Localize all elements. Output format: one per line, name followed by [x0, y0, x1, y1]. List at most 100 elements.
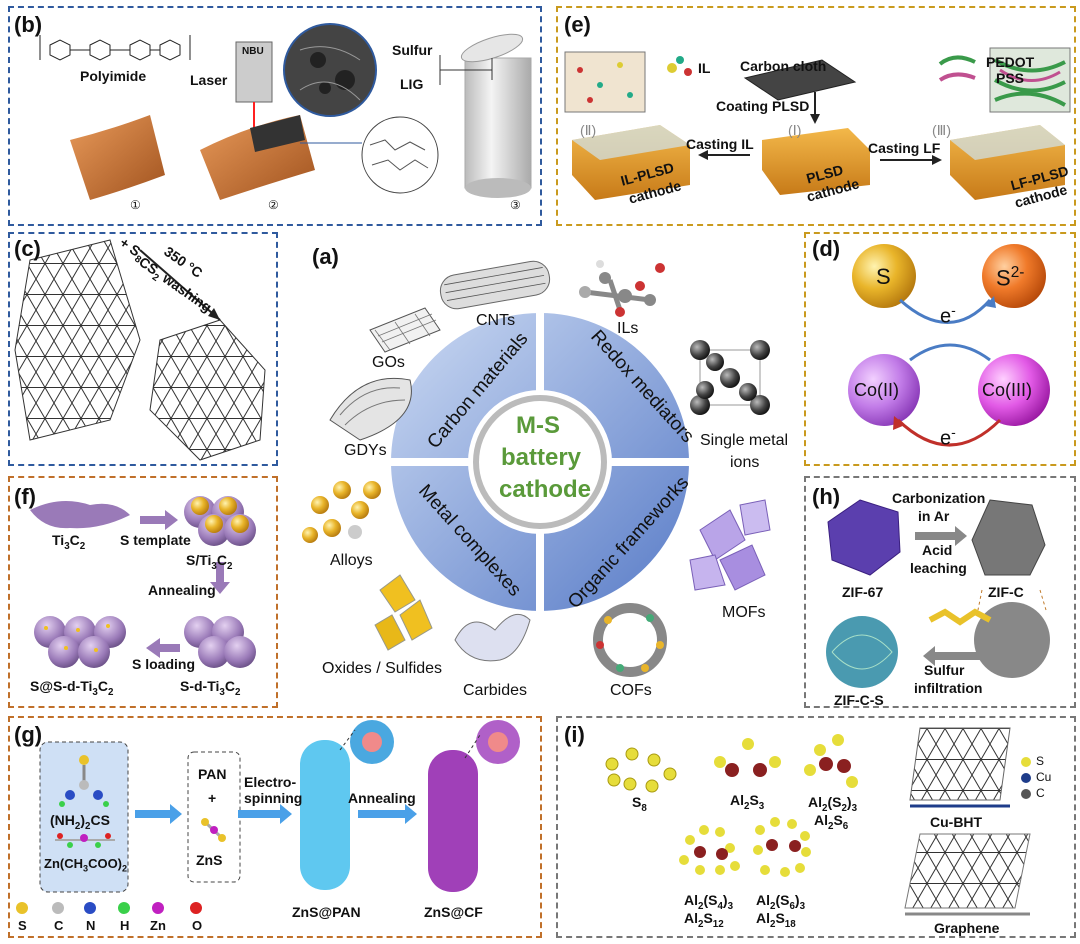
acid-label: Acid — [922, 542, 953, 558]
electro-label: Electro- — [244, 774, 297, 790]
sulfur-label: Sulfur — [392, 42, 433, 58]
cof-lattice-left — [14, 239, 141, 441]
single-metal-ions-lattice — [690, 340, 770, 415]
nbu-label: NBU — [242, 46, 264, 57]
label-mofs: MOFs — [722, 604, 766, 621]
il-molecule — [579, 260, 665, 317]
electron-top: e- — [940, 302, 956, 328]
al2s6-3-label: Al2(S6)3 — [756, 892, 806, 912]
s-sphere — [852, 244, 916, 308]
zns-pan-label: ZnS@PAN — [292, 904, 361, 920]
leaching-label: leaching — [910, 560, 967, 576]
al2s18-label: Al2S18 — [756, 910, 796, 930]
legend-i-s: S — [1036, 754, 1045, 768]
legend-i-cu: Cu — [1036, 770, 1052, 784]
laser-device — [200, 41, 315, 200]
red-arrow — [896, 418, 1002, 447]
cylinder-electrode — [439, 33, 532, 198]
zns-cf-label: ZnS@CF — [424, 904, 483, 920]
zif-c-s-particle — [826, 616, 898, 688]
node-s: S — [876, 264, 891, 289]
panel-c — [8, 232, 278, 466]
cu-bht-structure — [909, 727, 1011, 808]
legend-i-c: C — [1036, 786, 1045, 800]
label-cnts: CNTs — [476, 312, 516, 329]
cu-bht-label: Cu-BHT — [930, 814, 983, 830]
cofs-image — [593, 603, 667, 677]
center-line-2: battery — [501, 444, 582, 471]
label-single-metal: Single metal — [700, 432, 789, 449]
carbon-cloth-label: Carbon cloth — [740, 58, 827, 74]
label-ils: ILs — [617, 320, 639, 337]
plus-label: + — [208, 790, 217, 806]
co2-sphere — [848, 354, 920, 426]
alloys-cluster — [302, 481, 381, 543]
al2s2-3-label: Al2(S2)3 — [808, 794, 858, 814]
al2s6-molecule — [804, 734, 858, 788]
panel-b — [8, 6, 542, 226]
blue-arrow — [898, 298, 992, 324]
zinc-acetate-molecule — [55, 833, 115, 848]
lig-sem-image — [283, 23, 439, 194]
label-oxides: Oxides / Sulfides — [322, 660, 443, 677]
al2s12-label: Al2S12 — [684, 910, 724, 930]
s-at-s-d-ti3c2-spheres — [34, 616, 126, 668]
node-s2: S2- — [996, 264, 1025, 291]
casting-il: Casting IL — [686, 136, 754, 152]
s8-molecule — [605, 747, 677, 793]
s-at-s-d-ti3c2-label: S@S-d-Ti3C2 — [30, 678, 114, 698]
s-ti3c2-label: S/Ti3C2 — [186, 552, 233, 572]
zns-pan-fiber — [300, 720, 394, 890]
zif67-crystal — [827, 499, 901, 576]
graphene-label: Graphene — [934, 920, 1000, 936]
al2s4-3-label: Al2(S4)3 — [684, 892, 734, 912]
lig-label: LIG — [400, 76, 424, 92]
panel-label-c: (c) — [14, 236, 41, 261]
panel-label-h: (h) — [812, 484, 841, 509]
legend-h: H — [120, 918, 130, 933]
zns-cf-fiber — [428, 720, 520, 892]
panel-label-b: (b) — [14, 12, 43, 37]
label-carbides: Carbides — [463, 682, 528, 699]
laser-label: Laser — [190, 72, 228, 88]
panel-h — [804, 476, 1076, 708]
label-gos: GOs — [372, 354, 405, 371]
legend-s: S — [18, 918, 27, 933]
carbides-image — [454, 613, 531, 662]
step-1: ① — [130, 198, 141, 212]
al2s3-label: Al2S3 — [730, 792, 765, 812]
roman-2: (Ⅱ) — [580, 122, 597, 138]
panel-label-a: (a) — [312, 244, 339, 269]
il-icon — [667, 56, 692, 76]
zif-c-label: ZIF-C — [988, 584, 1024, 600]
center-line-3: cathode — [499, 476, 592, 503]
gdy-image — [329, 377, 412, 441]
label-cofs: COFs — [610, 682, 652, 699]
zif-c-tem — [974, 602, 1050, 678]
sulfur-label-h: Sulfur — [924, 662, 965, 678]
legend-o: O — [192, 918, 203, 933]
thiourea-label: (NH2)2CS — [50, 812, 110, 832]
atom-legend-g — [16, 902, 202, 914]
s8-label: S8 — [632, 794, 647, 814]
lf-plsd-cathode — [950, 47, 1071, 200]
oxides-sulfides-image — [374, 574, 433, 651]
panel-label-f: (f) — [14, 484, 36, 509]
panel-d — [804, 232, 1076, 466]
node-co3: Co(III) — [982, 380, 1033, 400]
polyimide-label: Polyimide — [80, 68, 147, 84]
al2s18-molecule — [753, 817, 811, 877]
label-gdys: GDYs — [344, 442, 387, 459]
mofs-image — [689, 499, 771, 591]
center-line-1: M-S — [516, 412, 560, 439]
panel-label-d: (d) — [812, 236, 841, 261]
panel-label-g: (g) — [14, 722, 43, 747]
pedot-label: PEDOT — [986, 54, 1035, 70]
panel-i — [556, 716, 1076, 938]
cnt-image — [439, 260, 551, 310]
label-alloys: Alloys — [330, 552, 373, 569]
zif-c-s-label: ZIF-C-S — [834, 692, 884, 708]
spinning-label: spinning — [244, 790, 303, 806]
s-ti3c2-spheres — [184, 496, 256, 546]
